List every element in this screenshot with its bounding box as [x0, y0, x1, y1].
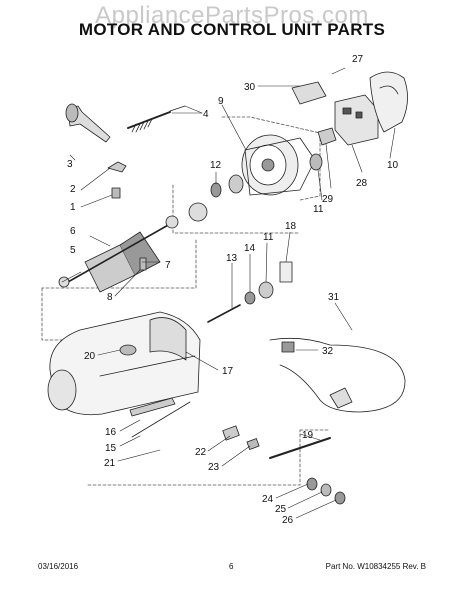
footer-page-number: 6	[229, 562, 234, 571]
callout-8: 8	[107, 292, 113, 303]
housing-plug	[119, 344, 137, 356]
callout-24: 24	[262, 494, 274, 505]
hinge-pin-part	[65, 103, 186, 143]
callout-20: 20	[84, 351, 96, 362]
lower-fasteners	[222, 425, 346, 505]
callout-29: 29	[322, 194, 334, 205]
callout-4: 4	[203, 109, 209, 120]
watermark: AppliancePartsPros.com	[95, 2, 369, 29]
callout-14: 14	[244, 243, 256, 254]
callout-23: 23	[208, 462, 220, 473]
callout-15: 15	[105, 443, 117, 454]
callout-12: 12	[210, 160, 222, 171]
callout-13: 13	[226, 253, 238, 264]
callout-18: 18	[285, 221, 297, 232]
footer-date: 03/16/2016	[38, 562, 79, 571]
callout-28: 28	[356, 178, 368, 189]
motor-housing	[47, 311, 201, 416]
callout-7: 7	[165, 260, 171, 271]
callout-21: 21	[104, 458, 116, 469]
callout-26: 26	[282, 515, 294, 526]
leader-lines	[61, 67, 396, 519]
control-lever	[129, 397, 191, 438]
armature	[67, 223, 171, 293]
callout-5: 5	[70, 245, 76, 256]
power-cord	[269, 337, 406, 413]
callout-2: 2	[70, 184, 76, 195]
callout-11-upper: 11	[313, 204, 324, 215]
motor-end-bell	[241, 134, 316, 196]
control-board	[317, 94, 379, 146]
callout-30: 30	[244, 82, 256, 93]
callout-3: 3	[67, 159, 73, 170]
footer-part-number: Part No. W10834255 Rev. B	[325, 562, 426, 571]
callout-22: 22	[195, 447, 207, 458]
callout-10: 10	[387, 160, 399, 171]
callout-6: 6	[70, 226, 76, 237]
callout-17: 17	[222, 366, 234, 377]
control-cover	[369, 71, 408, 133]
callout-19: 19	[302, 430, 314, 441]
callout-11-lower: 11	[263, 232, 274, 243]
callout-16: 16	[105, 427, 117, 438]
callout-31: 31	[328, 292, 340, 303]
bearing-set	[188, 153, 323, 222]
page-title: MOTOR AND CONTROL UNIT PARTS	[78, 20, 386, 39]
callout-9: 9	[218, 96, 224, 107]
callout-27: 27	[352, 54, 364, 65]
callout-25: 25	[275, 504, 287, 515]
callout-1: 1	[70, 202, 76, 213]
switch-bracket	[291, 81, 327, 105]
callout-32: 32	[322, 346, 334, 357]
bracket-part	[107, 161, 127, 199]
